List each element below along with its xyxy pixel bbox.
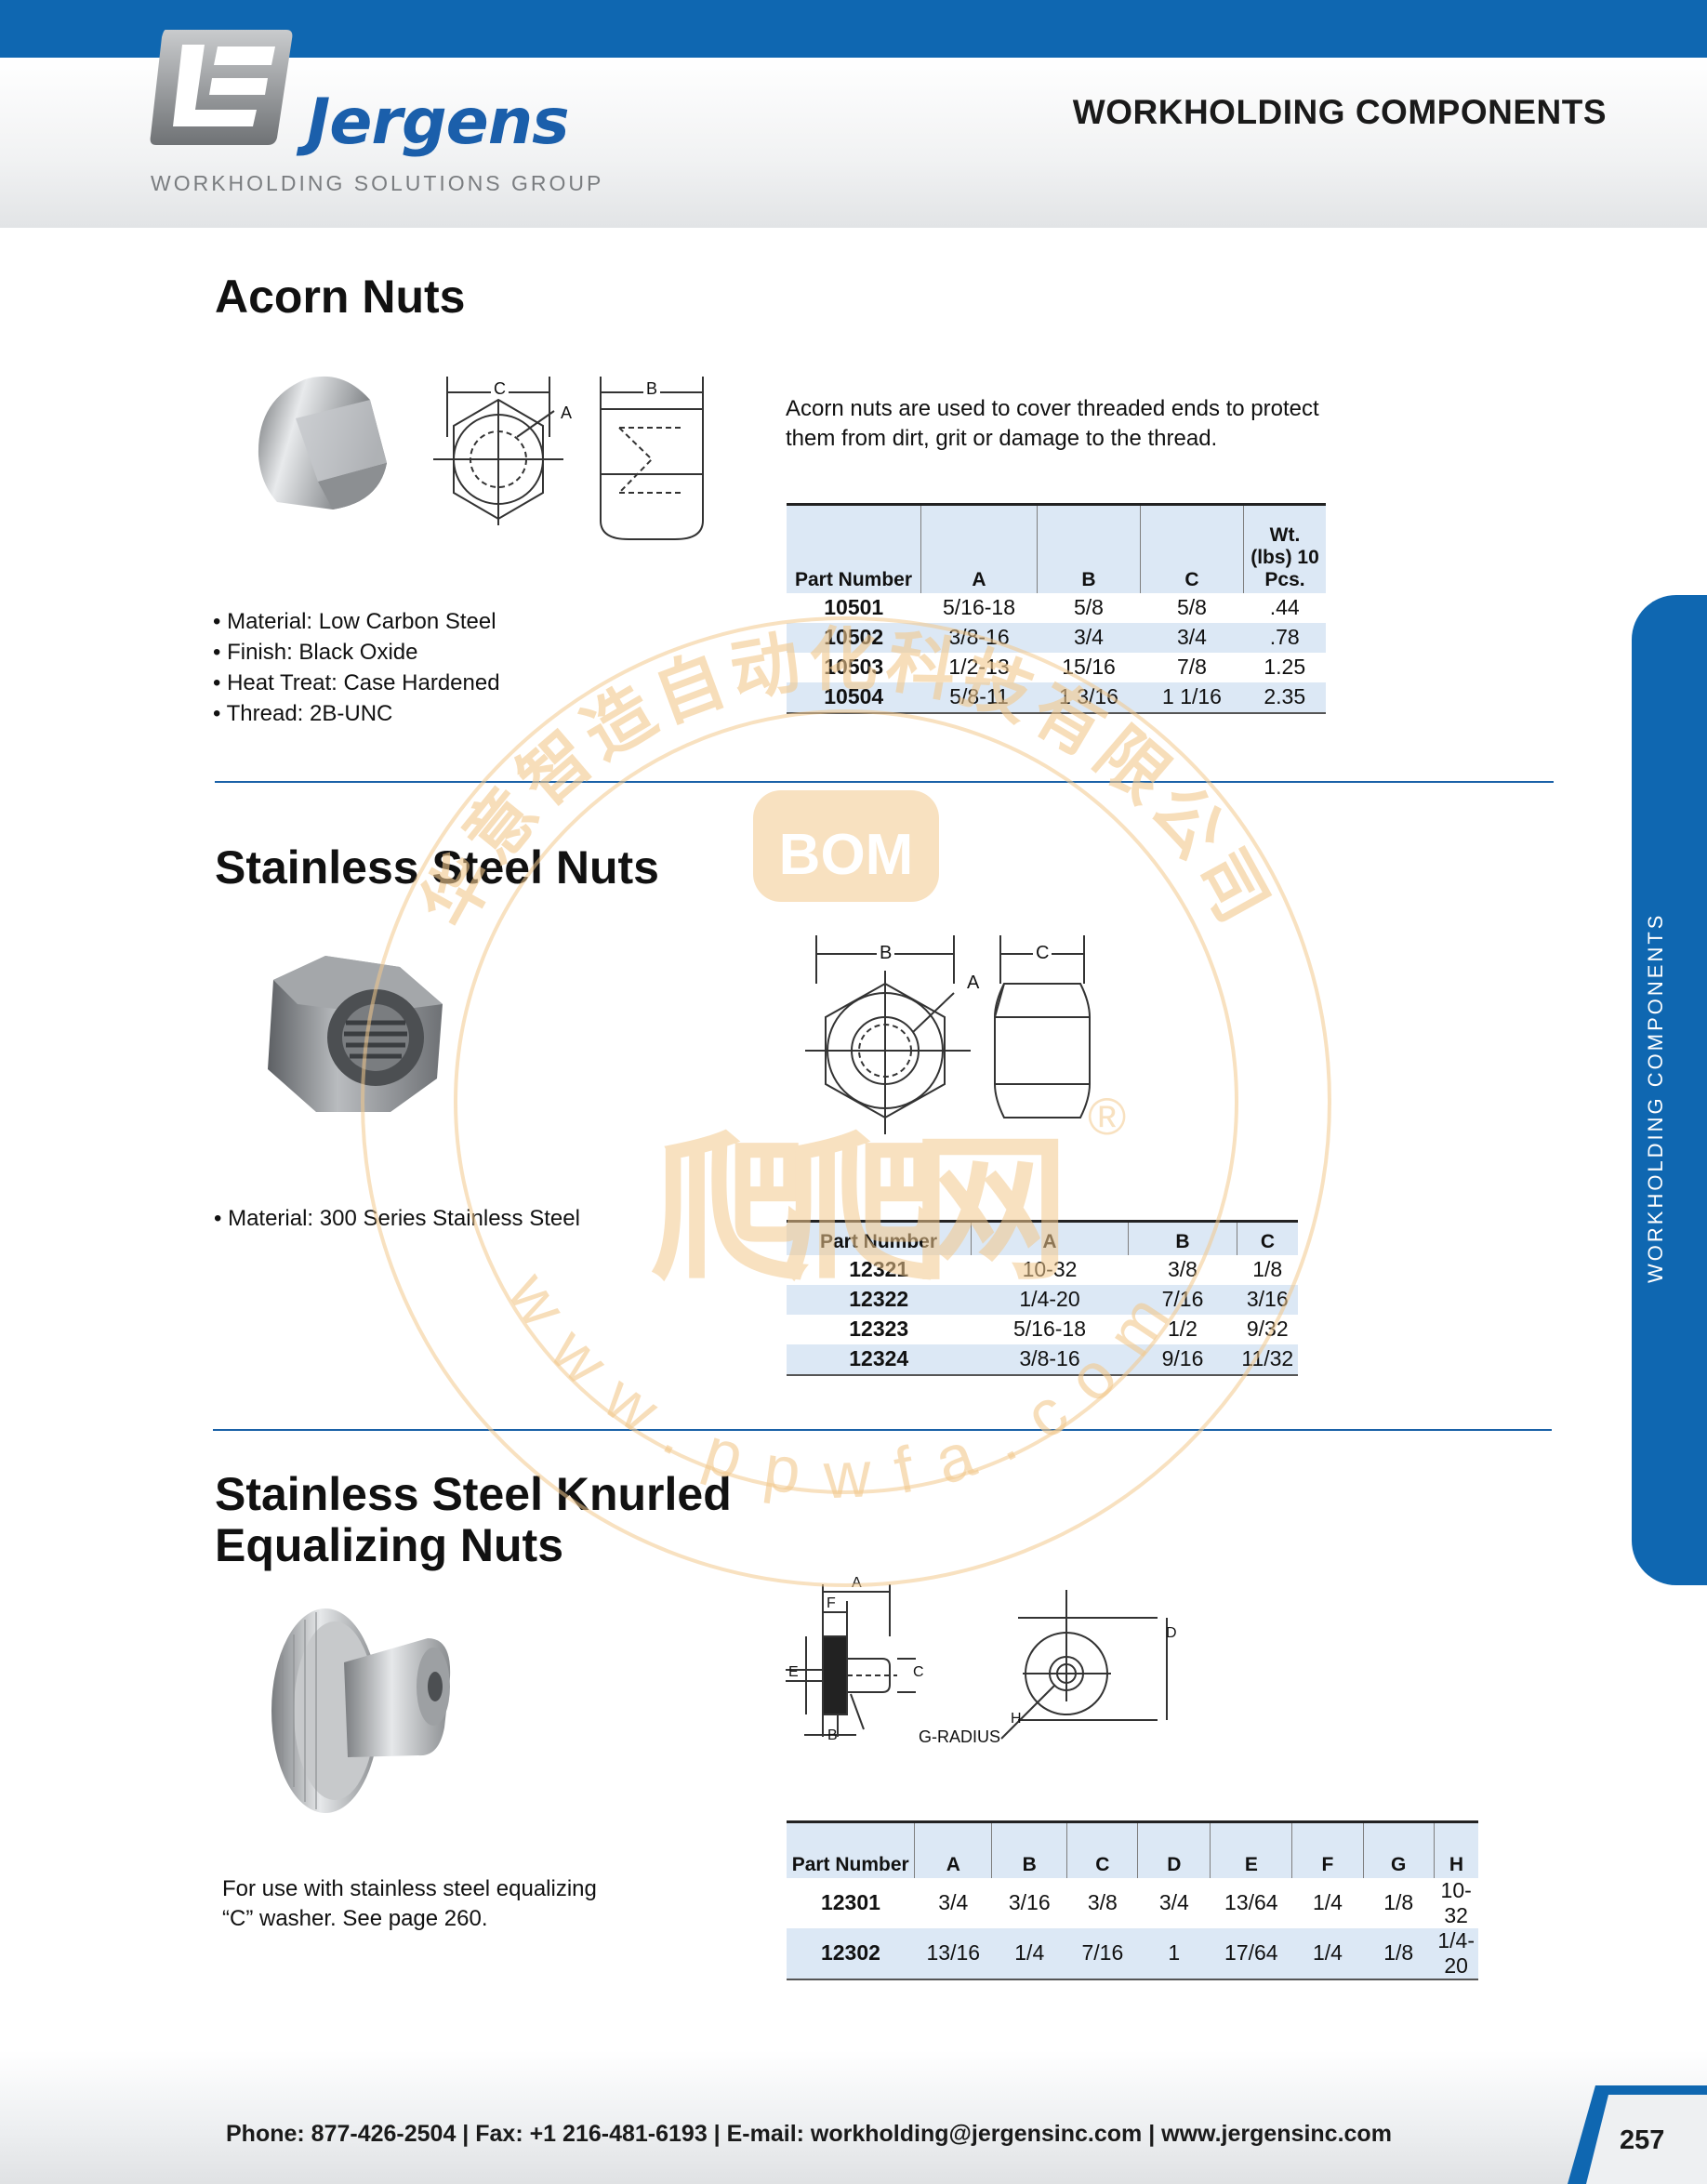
side-tab-label: WORKHOLDING COMPONENTS: [1644, 912, 1667, 1283]
col-part-number: Part Number: [787, 504, 921, 593]
section-divider: [213, 1429, 1552, 1431]
section-divider: [215, 781, 1554, 783]
col-g: G: [1362, 1821, 1435, 1878]
col-part-number: Part Number: [787, 1221, 972, 1255]
stainless-dim-c: C: [1033, 943, 1052, 964]
footer-contact-info: Phone: 877-426-2504 | Fax: +1 216-481-61…: [226, 2121, 1392, 2147]
stainless-dim-a: A: [967, 973, 980, 993]
acorn-specs-list: • Material: Low Carbon Steel • Finish: B…: [213, 606, 500, 729]
col-d: D: [1137, 1821, 1211, 1878]
stainless-specs-list: • Material: 300 Series Stainless Steel: [214, 1203, 580, 1234]
acorn-dim-b: B: [643, 379, 661, 399]
acorn-description: Acorn nuts are used to cover threaded en…: [786, 396, 1319, 451]
knurled-dim-h: H: [1011, 1711, 1022, 1727]
stainless-nuts-title: Stainless Steel Nuts: [215, 841, 659, 893]
brand-tagline: WORKHOLDING SOLUTIONS GROUP: [151, 171, 604, 195]
jergens-logo-icon: [150, 30, 293, 145]
knurled-dim-a: A: [852, 1575, 862, 1591]
col-a: A: [920, 504, 1038, 593]
brand-name: Jergens: [307, 86, 570, 159]
knurled-dim-g: G-RADIUS: [919, 1727, 1001, 1746]
list-item: • Heat Treat: Case Hardened: [213, 670, 500, 695]
knurled-dim-e: E: [788, 1664, 799, 1680]
col-weight: Wt. (lbs) 10 Pcs.: [1243, 504, 1326, 593]
col-part-number: Part Number: [787, 1821, 915, 1878]
col-b: B: [1037, 504, 1141, 593]
col-a: A: [914, 1821, 992, 1878]
col-b: B: [991, 1821, 1067, 1878]
stainless-nut-photo: [268, 956, 443, 1112]
page-number: 257: [1620, 2125, 1665, 2155]
acorn-nuts-table: Part Number A B C Wt. (lbs) 10 Pcs. 1050…: [787, 503, 1326, 714]
col-c: C: [1237, 1221, 1298, 1255]
knurled-dim-b: B: [827, 1727, 838, 1743]
acorn-nut-photo: [258, 376, 387, 510]
col-c: C: [1066, 1821, 1138, 1878]
side-section-tab[interactable]: [1632, 595, 1707, 1585]
list-item: • Material: Low Carbon Steel: [213, 609, 496, 634]
list-item: • Material: 300 Series Stainless Steel: [214, 1206, 580, 1231]
col-a: A: [971, 1221, 1129, 1255]
acorn-nuts-title: Acorn Nuts: [215, 271, 466, 323]
page-footer: [0, 2050, 1707, 2184]
page-number-tab: [1568, 2085, 1707, 2184]
list-item: • Thread: 2B-UNC: [213, 701, 393, 726]
watermark-logo-text: BOM: [779, 823, 914, 887]
knurled-dim-d: D: [1166, 1625, 1177, 1641]
acorn-dim-a: A: [561, 404, 573, 422]
list-item: • Finish: Black Oxide: [213, 640, 418, 665]
knurled-dim-c: C: [913, 1664, 924, 1680]
stainless-dim-b: B: [877, 943, 895, 964]
col-c: C: [1140, 504, 1244, 593]
acorn-nut-diagram: [433, 377, 704, 540]
knurled-dim-f: F: [827, 1595, 836, 1611]
col-b: B: [1128, 1221, 1237, 1255]
stainless-nut-diagram: [805, 935, 1091, 1134]
acorn-dim-c: C: [491, 379, 509, 399]
col-h: H: [1433, 1821, 1478, 1878]
knurled-description: For use with stainless steel equalizing …: [222, 1876, 597, 1931]
knurled-nuts-title: Stainless Steel Knurled Equalizing Nuts: [215, 1468, 732, 1571]
knurled-nut-photo: [271, 1608, 451, 1813]
col-e: E: [1210, 1821, 1292, 1878]
knurled-nut-diagram: [786, 1584, 1168, 1740]
col-f: F: [1291, 1821, 1364, 1878]
header-title: WORKHOLDING COMPONENTS: [1072, 93, 1607, 131]
